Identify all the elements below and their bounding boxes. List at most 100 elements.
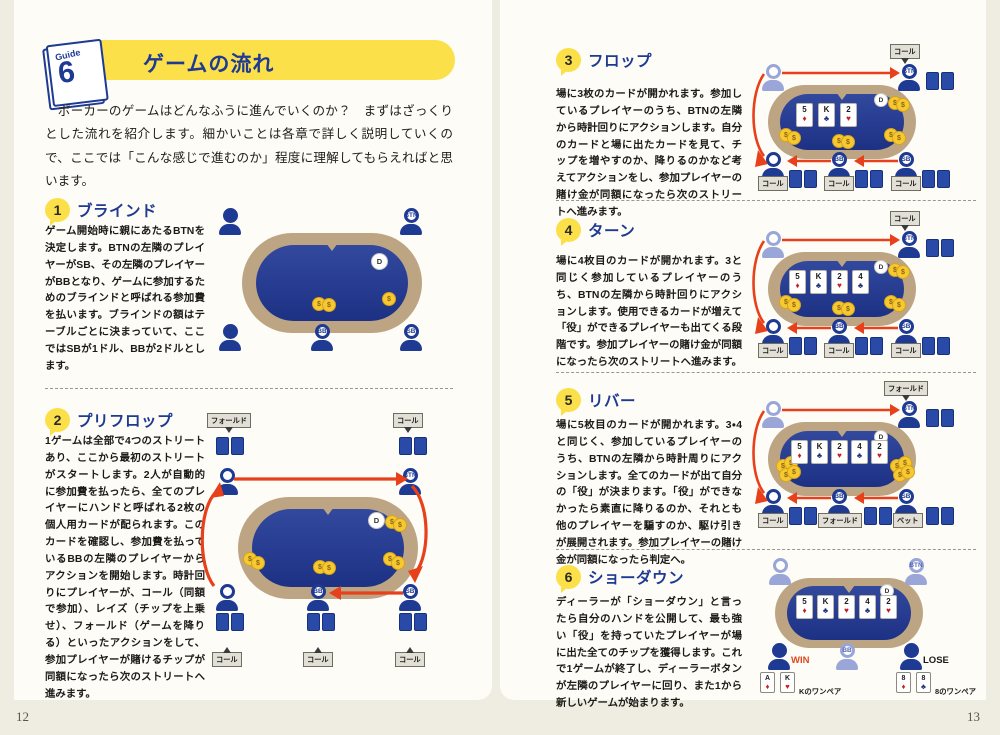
page-number-right: 13 — [967, 709, 980, 724]
section-2-heading: 2 プリフロップ — [45, 408, 174, 436]
action-flow-arrow — [780, 67, 905, 79]
section-4-title: ターン — [588, 223, 636, 240]
divider — [556, 549, 976, 550]
action-flow-arrow — [232, 472, 412, 486]
player-seat-bb: BB — [836, 643, 858, 670]
section-5-title: リバー — [588, 393, 637, 410]
player-seat-loser — [900, 643, 922, 670]
hole-cards — [399, 613, 427, 631]
section-3-title: フロップ — [588, 53, 653, 70]
section-2-body: 1ゲームは全部で4つのストリートあり、ここから最初のストリートがスタートします。… — [45, 436, 205, 700]
divider — [556, 200, 976, 201]
section-1-body: ゲーム開始時に親にあたるBTNを決定します。BTNの左隣のプレイヤーがSB、その… — [45, 226, 205, 372]
player-seat-btn: BTN — [898, 401, 920, 428]
player-seat — [219, 324, 241, 351]
section-2-number: 2 — [45, 408, 70, 436]
player-seat — [762, 489, 784, 516]
action-label-call: コール — [395, 647, 425, 667]
player-seat-btn: BTN — [898, 64, 920, 91]
hole-cards — [216, 613, 244, 631]
hole-cards — [855, 170, 883, 188]
dealer-button: D — [874, 93, 888, 107]
hole-cards — [216, 437, 244, 455]
hole-cards — [789, 170, 817, 188]
player-seat-bb: BB — [828, 152, 850, 179]
section-4-body: 場に4枚目のカードが開かれます。3と同じく参加しているプレイヤーのうち、BTNの… — [556, 256, 742, 369]
action-label-call: コール — [303, 647, 333, 667]
action-flow-arrow — [785, 492, 833, 504]
action-label-btn: コール — [890, 44, 920, 64]
divider — [556, 372, 976, 373]
action-label-btn: コール — [890, 211, 920, 231]
player-seat — [762, 152, 784, 179]
section-1-title: ブラインド — [77, 203, 158, 220]
player-seat-folded — [762, 64, 784, 91]
player-seat-bb: BB — [828, 489, 850, 516]
action-label: コール — [758, 176, 788, 191]
player-seat-bb: BB — [311, 324, 333, 351]
action-flow-arrow — [750, 409, 772, 504]
guide-number: 6 — [56, 55, 77, 91]
action-flow-arrow — [852, 155, 900, 167]
hole-cards — [864, 507, 892, 525]
page-title: ゲームの流れ — [143, 53, 275, 76]
player-seat-sb: SB — [400, 324, 422, 351]
player-seat-folded — [769, 558, 791, 585]
hole-cards — [855, 337, 883, 355]
player-seat-btn: BTN — [400, 208, 422, 235]
dealer-button: D — [368, 512, 385, 529]
player-seat-bb: BB — [828, 319, 850, 346]
section-1-heading: 1 ブラインド — [45, 198, 158, 226]
section-4-number: 4 — [556, 218, 581, 246]
action-flow-arrow — [852, 322, 900, 334]
hole-cards — [789, 507, 817, 525]
action-flow-arrow — [785, 155, 833, 167]
lose-hand-name: 8のワンペア — [935, 687, 977, 696]
action-label-call: コール — [393, 413, 423, 433]
action-label: コール — [824, 343, 854, 358]
player-seat-bb: BB — [307, 584, 329, 611]
section-6-title: ショーダウン — [588, 570, 685, 587]
win-hand-name: Kのワンペア — [799, 687, 842, 696]
section-1-number: 1 — [45, 198, 70, 226]
hole-cards — [922, 337, 950, 355]
action-flow-arrow — [780, 234, 905, 246]
action-label: ベット — [893, 513, 923, 528]
section-5-body: 場に5枚目のカードが開かれます。3・4と同じく、参加しているプレイヤーのうち、B… — [556, 420, 742, 566]
action-flow-arrow — [404, 484, 434, 589]
lose-label: LOSE — [923, 655, 949, 666]
player-seat-folded — [762, 401, 784, 428]
section-3-body: 場に3枚のカードが開かれます。参加しているプレイヤーのうち、BTNの左隣から時計… — [556, 89, 742, 218]
player-seat — [219, 208, 241, 235]
section-2-title: プリフロップ — [77, 413, 174, 430]
action-label: コール — [891, 343, 921, 358]
section-6-number: 6 — [556, 565, 581, 593]
chip: $ — [382, 292, 396, 306]
hole-cards — [926, 507, 954, 525]
action-label-btn: フォールド — [884, 381, 928, 401]
player-seat — [216, 584, 238, 611]
player-seat-btn: BTN — [905, 558, 927, 585]
section-6-heading: 6 ショーダウン — [556, 565, 685, 593]
page-number-left: 12 — [16, 709, 29, 724]
intro-paragraph: ポーカーのゲームはどんなふうに進んでいくのか？ まずはざっくりとした流れを紹介し… — [45, 104, 453, 188]
section-5-heading: 5 リバー — [556, 388, 637, 416]
dealer-button: D — [874, 260, 888, 274]
hole-cards — [307, 613, 335, 631]
action-flow-arrow — [750, 239, 772, 334]
divider — [45, 388, 453, 389]
action-flow-arrow — [325, 586, 405, 600]
action-label-fold: フォールド — [207, 413, 251, 433]
dealer-button: D — [371, 253, 388, 270]
player-seat-winner — [768, 643, 790, 670]
win-label: WIN — [791, 655, 810, 666]
action-label-call: コール — [212, 647, 242, 667]
hole-cards — [926, 239, 954, 257]
player-seat-sb: SB — [895, 319, 917, 346]
section-4-heading: 4 ターン — [556, 218, 636, 246]
header-yellow-bar — [83, 40, 455, 80]
hole-cards — [926, 409, 954, 427]
player-seat-folded — [762, 231, 784, 258]
player-seat-sb: SB — [895, 489, 917, 516]
action-label: コール — [891, 176, 921, 191]
